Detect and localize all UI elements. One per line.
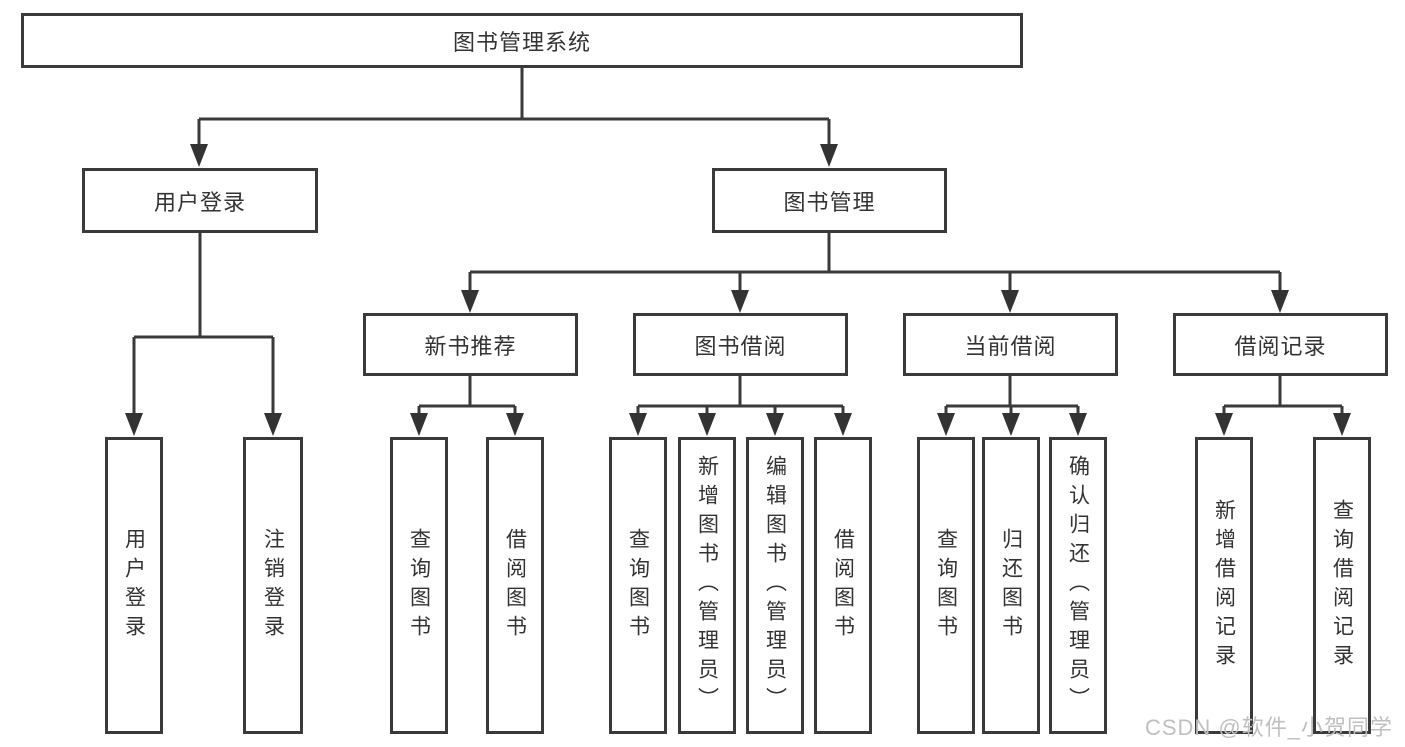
connector-current-to-leaves — [937, 376, 1087, 436]
connector-borrow-to-leaves — [629, 376, 852, 436]
leaf-user-login: 用户登录 — [105, 437, 163, 734]
connector-records-to-leaves — [1215, 376, 1351, 436]
leaf-borrow-books: 借阅图书 — [814, 437, 872, 734]
leaf-logout: 注销登录 — [243, 437, 303, 734]
node-new-book-recommendation: 新书推荐 — [363, 313, 578, 376]
leaf-add-borrow-record: 新增借阅记录 — [1195, 437, 1253, 734]
node-current-borrowing: 当前借阅 — [903, 313, 1118, 376]
leaf-edit-books-admin: 编辑图书（管理员） — [746, 437, 804, 734]
connector-bookmgmt-to-level3 — [461, 233, 1289, 313]
leaf-add-books-admin: 新增图书（管理员） — [678, 437, 736, 734]
leaf-confirm-return-admin: 确认归还（管理员） — [1049, 437, 1107, 734]
node-book-borrowing: 图书借阅 — [633, 313, 848, 376]
csdn-watermark: CSDN @软件_小贺同学 — [1144, 715, 1393, 740]
leaf-query-borrow-record: 查询借阅记录 — [1313, 437, 1371, 734]
leaf-recommend-query-books: 查询图书 — [390, 437, 448, 734]
leaf-recommend-borrow-books: 借阅图书 — [486, 437, 544, 734]
node-borrowing-records: 借阅记录 — [1173, 313, 1388, 376]
connector-recommend-to-leaves — [410, 376, 524, 436]
leaf-current-query-books: 查询图书 — [917, 437, 975, 734]
leaf-return-books: 归还图书 — [982, 437, 1040, 734]
node-root-library-system: 图书管理系统 — [21, 13, 1023, 68]
connector-root-to-level2 — [190, 68, 838, 167]
connector-login-to-leaves — [125, 233, 282, 436]
leaf-borrow-query-books: 查询图书 — [609, 437, 667, 734]
node-book-management: 图书管理 — [712, 168, 947, 233]
node-user-login: 用户登录 — [82, 168, 318, 233]
